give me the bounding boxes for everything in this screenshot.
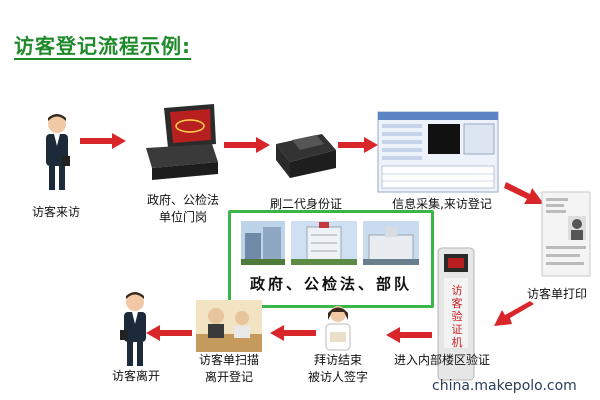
step-print-slip: 访客单打印 [526, 287, 587, 301]
step-sign-line1: 拜访结束 [313, 353, 362, 367]
gate-terminal-image [146, 104, 218, 180]
visitor-leave-figure [120, 292, 146, 366]
step-visitor-leave: 访客离开 [111, 369, 160, 383]
step-sign: 拜访结束 被访人签字 [288, 352, 388, 386]
verification-kiosk-image [437, 247, 475, 381]
building-photo-2 [291, 221, 357, 265]
step-scan: 访客单扫描 离开登记 [176, 352, 282, 386]
arrow-left-1 [386, 327, 432, 343]
arrow-right-2 [224, 137, 270, 153]
step-sign-line2: 被访人签字 [307, 370, 368, 384]
kiosk-label: 访客验证机 [451, 284, 463, 349]
step-gov-gate-line1: 政府、公检法 [146, 193, 219, 207]
host-signing-figure [325, 306, 351, 351]
arrow-right-3 [338, 137, 378, 153]
slip-scan-photo [196, 300, 262, 352]
diagram-title: 访客登记流程示例: [14, 34, 191, 60]
arrow-left-3 [146, 325, 192, 341]
arrow-down-left [494, 301, 534, 326]
step-visitor-arrive: 访客来访 [31, 205, 80, 219]
step-gov-gate-line2: 单位门岗 [158, 210, 207, 224]
visitor-arrive-figure [46, 114, 70, 190]
visitor-slip-image [541, 191, 591, 277]
step-scan-line2: 离开登记 [204, 370, 253, 384]
watermark: china.makepolo.com [432, 378, 577, 394]
arrow-left-2 [270, 325, 316, 341]
building-photo-1 [241, 221, 285, 265]
arrow-down-right [504, 182, 544, 204]
step-enter-verify: 进入内部楼区验证 [393, 353, 490, 367]
registration-software-image [377, 111, 499, 193]
step-gov-gate: 政府、公检法 单位门岗 [128, 192, 238, 226]
building-photo-3 [363, 221, 419, 265]
step-scan-line1: 访客单扫描 [198, 353, 259, 367]
step-info-collect: 信息采集,来访登记 [392, 197, 492, 211]
id-card-reader-image [276, 134, 336, 178]
arrow-right-1 [80, 133, 126, 149]
gov-units-label: 政府、公检法、部队 [249, 275, 412, 293]
gov-units-box: 政府、公检法、部队 [228, 210, 434, 308]
step-swipe-id: 刷二代身份证 [269, 197, 342, 211]
